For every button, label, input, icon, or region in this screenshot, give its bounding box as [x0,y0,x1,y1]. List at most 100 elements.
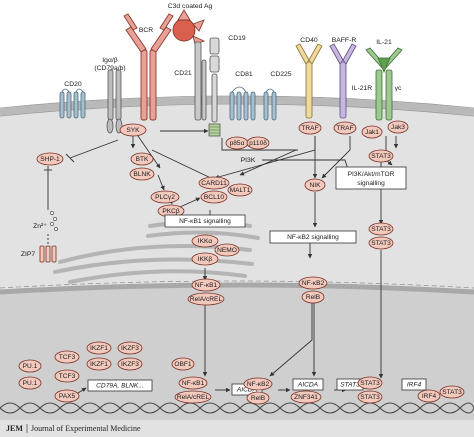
cd20-receptor [59,88,86,119]
tcf3-b-node: TCF3 [54,369,80,383]
nfkb2-nuc-text: NF-κB2 [247,381,270,388]
il21r-receptor [365,47,403,121]
plcg2-text: PLCγ2 [155,194,175,201]
bcr-label: BCR [139,27,153,34]
nfkb2-a-text: NF-κB2 [302,280,325,287]
il21r-label: IL-21R [352,85,372,92]
nfkb1-nuc-text: NF-κB1 [182,380,205,387]
nfkb1-nuc-node: NF-κB1 [178,376,208,390]
nfkb2-nuc-node: NF-κB2 [243,377,273,391]
cd225-receptor [263,88,277,121]
card11-node: CARD11 [198,176,230,190]
cd81-receptor [229,86,256,121]
zip7-transporter [39,245,57,263]
nfkb1-cyto-node: NF-κB1 [191,278,221,292]
nfkb1-pathway-text: NF-κB1 signalling [179,218,231,225]
stat3-nuc-1-text: STAT3 [360,380,380,387]
nik-node: NIK [304,178,326,192]
jak3-text: Jak3 [391,124,405,131]
cd225-label: CD225 [270,71,291,78]
znf341-text: ZNF341 [294,394,318,401]
traf-baffr-node: TRAF [333,121,357,135]
nemo-text: NEMO [217,247,237,254]
ig-ab-label: Igα/β [102,57,117,64]
il21-label: IL-21 [376,39,392,46]
cd19-label: CD19 [228,35,246,42]
c3d-label: C3d coated Ag [168,3,213,10]
pi3k-akt-line2: signalling [357,180,385,187]
nfkb2-pathway-box: NF-κB2 signalling [269,230,357,244]
baffr-receptor [329,43,357,119]
bcl10-node: BCL10 [200,190,228,204]
cd19-receptor [208,37,221,137]
ikzf3-a-text: IKZF3 [121,345,139,352]
ig-alpha-beta [106,69,123,134]
btk-text: BTK [136,156,149,163]
malt1-node: MALT1 [227,183,253,197]
cd81-label: CD81 [235,71,253,78]
btk-node: BTK [130,152,154,166]
gamma-c-label: γc [395,85,402,92]
jem-logo: JEM [6,424,23,433]
ikzf1-a-node: IKZF1 [86,341,112,355]
plcg2-node: PLCγ2 [150,190,180,204]
baffr-label: BAFF-R [332,37,357,44]
zn-ions [50,211,58,231]
stat3-b-text: STAT3 [371,226,391,233]
stat3-b-node: STAT3 [368,222,394,236]
pax5-text: PAX5 [59,393,76,400]
cd20-label: CD20 [64,81,82,88]
aicda-2-gene-box: AICDA [292,378,324,391]
nfkb2-cyto-node: NF-κB2 [298,276,328,290]
stat3-nuc-2-text: STAT3 [360,394,380,401]
nfkb2-pathway-text: NF-κB2 signalling [287,234,339,241]
cd79-label: (CD79a/b) [94,65,125,72]
ikkb-node: IKKβ [191,252,219,266]
shp1-node: SHP-1 [36,152,64,166]
znf341-node: ZNF341 [290,390,322,404]
aicda-1-text: AICDA [236,386,258,393]
ikka-node: IKKα [191,234,219,248]
ikzf1-a-text: IKZF1 [90,345,108,352]
pu1-b-text: PU.1 [23,380,38,387]
jak3-node: Jak3 [387,120,409,134]
pu1-a-text: PU.1 [23,363,38,370]
zip7-label: ZIP7 [21,251,36,258]
stat3-c-node: STAT3 [368,236,394,250]
aicda-2-text: AICDA [297,381,319,388]
cd79a-blnk-text: CD79A, BLNK... [96,382,144,389]
ikzf3-b-text: IKZF3 [121,361,139,368]
irf4-gene-box: IRF4 [401,378,427,391]
ikzf1-b-text: IKZF1 [90,361,108,368]
ikka-text: IKKα [198,238,213,245]
relb-nuc-text: RelB [251,395,266,402]
syk-node: SYK [119,123,147,137]
footer: JEM Journal of Experimental Medicine [6,424,141,433]
stat3-nuc-3-node: STAT3 [439,385,465,399]
cd79a-blnk-gene-box: CD79A, BLNK... [87,379,153,392]
obf1-text: OBF1 [174,361,192,368]
pi3k-akt-pathway-box: PI3K/Akt/mTOR signalling [335,166,407,190]
p85a-text: p85α [230,140,245,147]
syk-text: SYK [126,127,140,134]
dna-helix [0,402,474,414]
pu1-a-node: PU.1 [18,359,42,373]
nfkb1-a-text: NF-κB1 [195,282,218,289]
stat3-nuc-1-node: STAT3 [357,376,383,390]
relacrel-nuc-node: RelA/cREL [174,390,212,404]
bcl10-text: BCL10 [204,194,224,201]
stat3-nuc-2-node: STAT3 [357,390,383,404]
relacrel-a-text: RelA/cREL [190,296,223,303]
relb-a-text: RelB [306,294,321,301]
tcf3-a-text: TCF3 [59,354,76,361]
pi3k-akt-line1: PI3K/Akt/mTOR [348,171,395,178]
obf1-node: OBF1 [171,357,195,371]
shp1-text: SHP-1 [40,156,60,163]
relacrel-nuc-text: RelA/cREL [177,394,210,401]
card11-text: CARD11 [201,180,227,187]
ikzf3-b-node: IKZF3 [117,357,143,371]
pax5-node: PAX5 [54,389,80,403]
bcr-receptor [123,13,174,121]
